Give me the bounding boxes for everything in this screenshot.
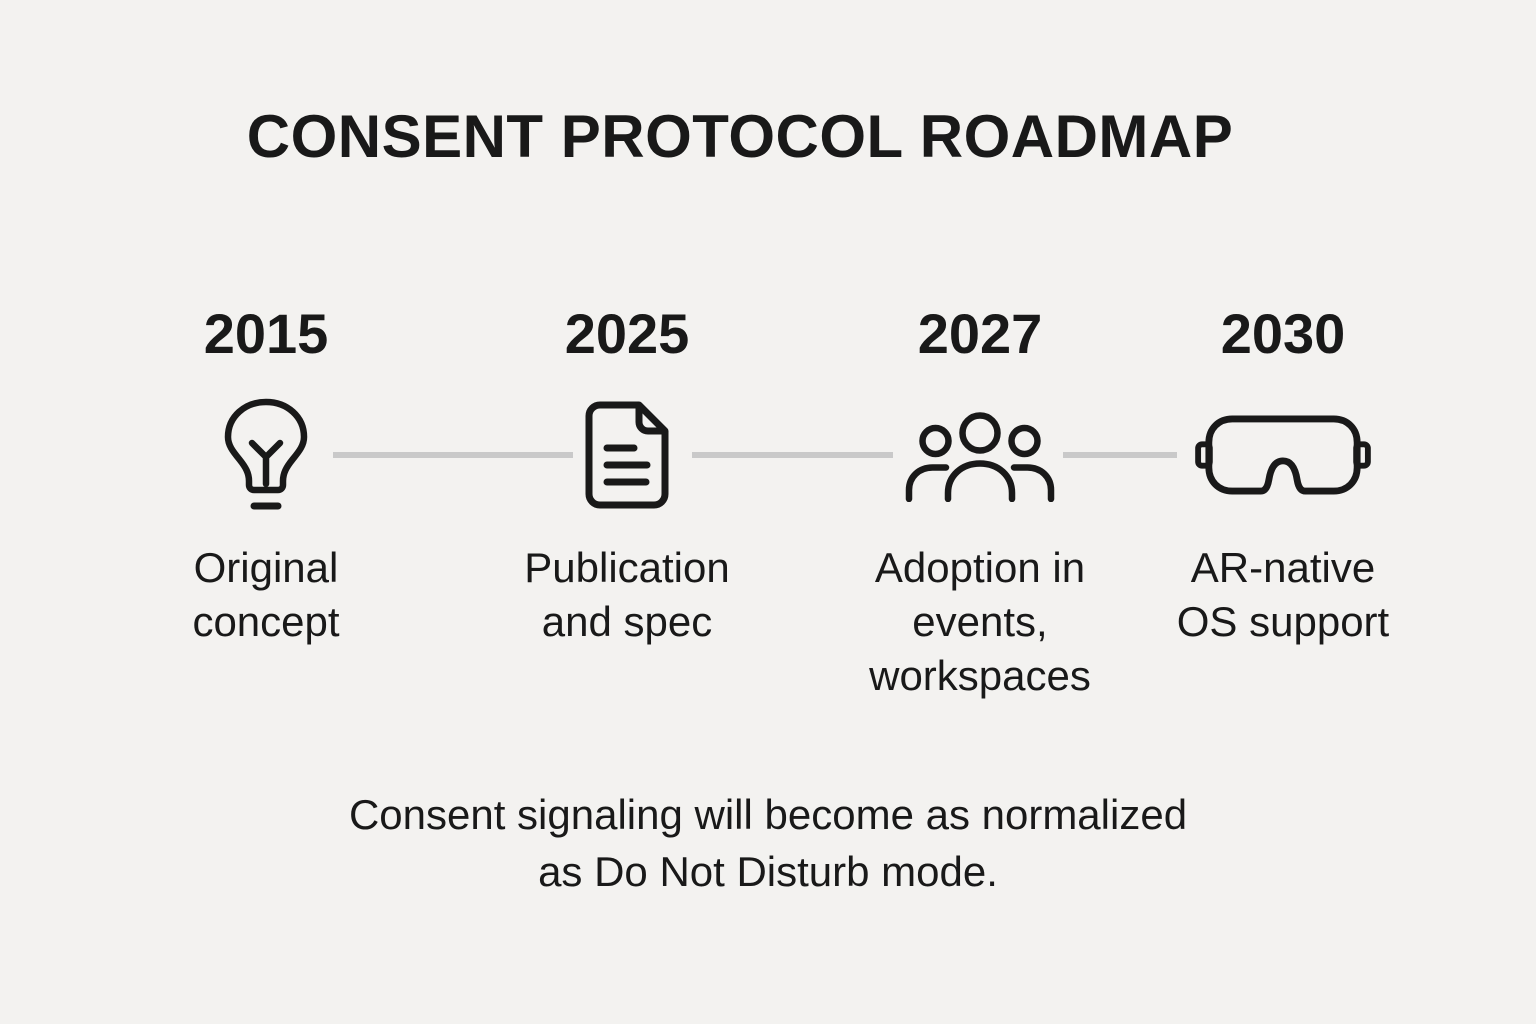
ar-goggles-icon bbox=[1195, 393, 1371, 517]
timeline-connector bbox=[333, 452, 573, 458]
milestone-year: 2025 bbox=[564, 302, 690, 365]
milestone-year: 2030 bbox=[1220, 302, 1346, 365]
milestone-2015: 2015 Original concept bbox=[106, 303, 426, 649]
milestone-2025: 2025 Publication and spec bbox=[467, 303, 787, 649]
milestone-label: Publication and spec bbox=[524, 544, 730, 645]
page-title: CONSENT PROTOCOL ROADMAP bbox=[246, 103, 1234, 170]
milestone-label: Adoption in events, workspaces bbox=[869, 544, 1091, 699]
timeline-connector bbox=[692, 452, 893, 458]
milestone-year: 2015 bbox=[203, 302, 329, 365]
timeline-connector bbox=[1063, 452, 1177, 458]
milestone-label: Original concept bbox=[192, 544, 340, 645]
milestone-label: AR-native OS support bbox=[1176, 544, 1390, 645]
people-icon bbox=[905, 393, 1055, 517]
caption-text: Consent signaling will become as normali… bbox=[348, 791, 1188, 895]
lightbulb-icon bbox=[216, 393, 316, 517]
milestone-2030: 2030 AR-native OS support bbox=[1123, 303, 1443, 649]
document-icon bbox=[581, 393, 673, 517]
milestone-year: 2027 bbox=[917, 302, 1043, 365]
milestone-2027: 2027 Adoption in events, workspaces bbox=[820, 303, 1140, 703]
